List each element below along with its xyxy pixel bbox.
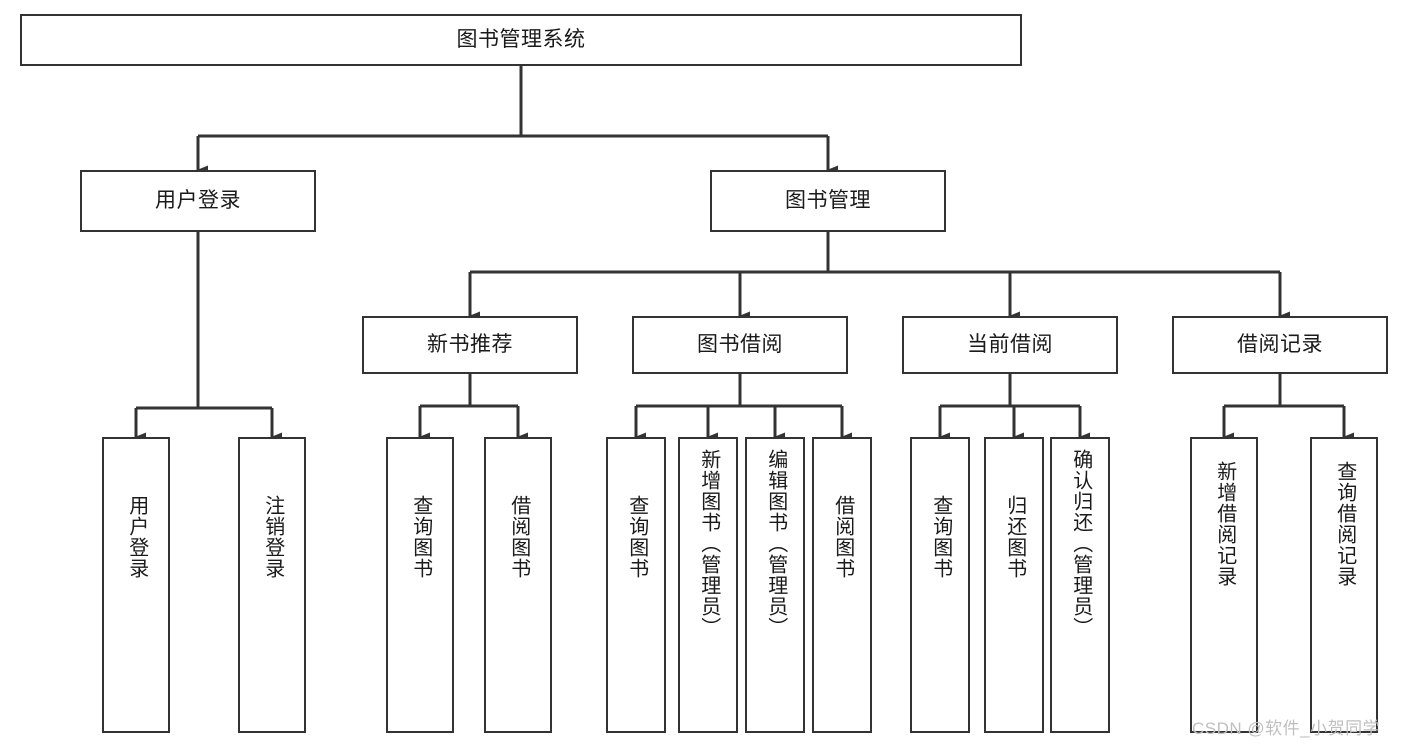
node-borrow-record[interactable]: 借阅记录: [1172, 316, 1388, 374]
node-book-borrow-label: 图书借阅: [697, 332, 783, 356]
node-book-borrow[interactable]: 图书借阅: [632, 316, 848, 374]
leaf-query-book-borrow-label: 查询图书: [625, 495, 648, 579]
leaf-query-book-current-label: 查询图书: [929, 495, 952, 579]
node-new-book-recommend-label: 新书推荐: [427, 332, 513, 356]
leaf-edit-book[interactable]: 编辑图书（管理员）: [745, 437, 805, 733]
node-book-management[interactable]: 图书管理: [710, 170, 946, 232]
leaf-add-borrow-record-label: 新增借阅记录: [1213, 461, 1236, 587]
leaf-borrow-book-recommend-label: 借阅图书: [507, 495, 530, 579]
leaf-confirm-return-label: 确认归还（管理员）: [1069, 449, 1092, 638]
leaf-logout[interactable]: 注销登录: [238, 437, 306, 733]
node-user-login-label: 用户登录: [155, 188, 241, 212]
leaf-return-book-label: 归还图书: [1003, 495, 1026, 579]
leaf-query-borrow-record[interactable]: 查询借阅记录: [1310, 437, 1378, 733]
leaf-confirm-return[interactable]: 确认归还（管理员）: [1050, 437, 1110, 733]
node-user-login[interactable]: 用户登录: [80, 170, 316, 232]
node-borrow-record-label: 借阅记录: [1237, 332, 1323, 356]
leaf-return-book[interactable]: 归还图书: [984, 437, 1044, 733]
leaf-query-book-borrow[interactable]: 查询图书: [606, 437, 666, 733]
leaf-borrow-book[interactable]: 借阅图书: [812, 437, 872, 733]
node-current-borrow[interactable]: 当前借阅: [902, 316, 1118, 374]
leaf-borrow-book-recommend[interactable]: 借阅图书: [484, 437, 552, 733]
leaf-borrow-book-label: 借阅图书: [831, 495, 854, 579]
leaf-logout-label: 注销登录: [261, 495, 284, 579]
leaf-query-book-current[interactable]: 查询图书: [910, 437, 970, 733]
node-new-book-recommend[interactable]: 新书推荐: [362, 316, 578, 374]
leaf-edit-book-label: 编辑图书（管理员）: [764, 449, 787, 638]
leaf-query-borrow-record-label: 查询借阅记录: [1333, 461, 1356, 587]
leaf-add-book[interactable]: 新增图书（管理员）: [678, 437, 738, 733]
node-root[interactable]: 图书管理系统: [20, 14, 1022, 66]
node-current-borrow-label: 当前借阅: [967, 332, 1053, 356]
leaf-add-book-label: 新增图书（管理员）: [697, 449, 720, 638]
leaf-user-login-label: 用户登录: [125, 495, 148, 579]
leaf-add-borrow-record[interactable]: 新增借阅记录: [1190, 437, 1258, 733]
leaf-query-book-recommend-label: 查询图书: [409, 495, 432, 579]
node-root-label: 图书管理系统: [456, 27, 586, 51]
node-book-management-label: 图书管理: [785, 188, 871, 212]
csdn-watermark: CSDN @软件_小贺同学: [1192, 719, 1381, 738]
leaf-query-book-recommend[interactable]: 查询图书: [386, 437, 454, 733]
leaf-user-login[interactable]: 用户登录: [102, 437, 170, 733]
